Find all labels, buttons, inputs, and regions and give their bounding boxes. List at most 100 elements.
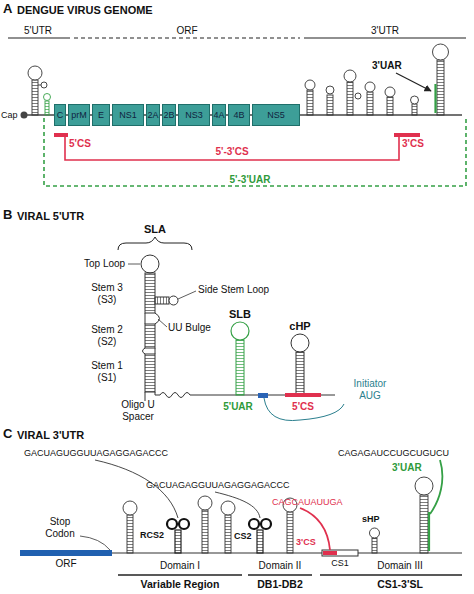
loop (28, 66, 42, 80)
aug-mark (258, 393, 268, 398)
part-label: Stop Codon (38, 516, 82, 539)
panel-title: VIRAL 5'UTR (17, 210, 84, 223)
part-label: Top Loop (84, 258, 125, 270)
sequence-text: GACUAGAGGUUAGAGGAGACCC (146, 480, 290, 490)
stem (145, 324, 155, 348)
stem (307, 90, 313, 115)
dumbbell-loop (261, 519, 271, 529)
leader-line (158, 319, 167, 327)
interaction-connector (65, 137, 399, 160)
element-label: 3'UAR (372, 60, 402, 72)
protein-name: 2B (163, 111, 174, 120)
element-label: 3'CS (296, 537, 316, 547)
region-label: ORF (55, 558, 76, 570)
domain-label: Domain III (377, 560, 423, 572)
loop (198, 496, 212, 510)
part-label: Stem 1 (S1) (87, 360, 127, 383)
stem (420, 495, 428, 553)
region-line (8, 37, 70, 38)
domain-name: Variable Region (141, 578, 220, 590)
stem (437, 60, 444, 115)
panel-letter: C (3, 427, 12, 442)
protein-name: 2A (147, 111, 158, 120)
protein-name: E (98, 111, 104, 120)
domain-bar (118, 574, 242, 576)
region-label: ORF (176, 25, 197, 37)
leader-line (80, 536, 110, 550)
stem (387, 97, 393, 115)
loop (326, 86, 334, 94)
protein-box: 4A (212, 104, 226, 126)
loop (291, 334, 309, 352)
protein-box: NS3 (178, 104, 210, 126)
domain-bar (248, 574, 312, 576)
element-label: 3'UAR (392, 462, 422, 474)
element-label: CS2 (234, 531, 252, 541)
uar-strand (434, 84, 436, 113)
cs-bar (285, 393, 321, 397)
uar-interaction-line (44, 116, 466, 186)
part-label: Initiator AUG (344, 378, 396, 401)
panel-letter: B (3, 208, 12, 223)
part-label: Stem 2 (S2) (87, 324, 127, 347)
stem (45, 101, 49, 115)
protein-box: prM (68, 104, 90, 126)
loop (415, 477, 433, 495)
domain-label: Domain I (160, 560, 200, 572)
domain-bar (320, 574, 462, 576)
element-label: SLA (144, 223, 166, 236)
region-line (304, 37, 466, 38)
protein-box: NS5 (252, 104, 300, 126)
region-label: 5'UTR (24, 25, 52, 37)
stem (145, 354, 155, 392)
part-label: Stem 3 (S3) (87, 282, 127, 305)
uar-strand (428, 512, 430, 551)
element-label: 5'UAR (223, 401, 253, 413)
top-loop (141, 255, 159, 273)
sequence-text: CAGAGAUCCUGCUGUCU (338, 448, 449, 458)
stem (287, 512, 293, 553)
stem (32, 80, 38, 115)
panel-letter: A (3, 2, 12, 17)
bulge (143, 348, 146, 354)
protein-box: E (92, 104, 110, 126)
stem (38, 85, 41, 86)
cap-label: Cap (1, 110, 18, 120)
protein-box: 4B (228, 104, 250, 126)
element-label: 5'CS (292, 401, 314, 413)
cs1-box (322, 550, 358, 556)
loop (411, 96, 419, 104)
stem (296, 352, 304, 395)
stem (372, 538, 377, 553)
loop (385, 87, 395, 97)
part-label: UU Bulge (168, 322, 211, 334)
protein-name: 4B (233, 111, 244, 120)
stem (347, 82, 353, 115)
sequence-text: GACUAGUGGUUAGAGGAGACCC (24, 448, 168, 458)
protein-name: prM (71, 111, 87, 120)
loop (433, 44, 449, 60)
element-label: RCS2 (140, 530, 164, 540)
sequence-label: 3'CS (402, 138, 424, 149)
conserved-sequence-bar: 5'CS (54, 133, 68, 137)
protein-name: 4A (213, 111, 224, 120)
loop (355, 93, 361, 99)
loop (231, 322, 249, 340)
loop (305, 80, 315, 90)
stem (175, 530, 181, 553)
region-label: 3'UTR (371, 25, 399, 37)
sequence-text: CAGCAUAUUGA (272, 497, 343, 507)
loop (41, 82, 47, 88)
dumbbell-loop (249, 519, 259, 529)
loop (365, 82, 375, 92)
protein-box: NS1 (112, 104, 144, 126)
protein-box: 2B (162, 104, 176, 126)
element-label: CS1 (331, 558, 349, 568)
leader-line (430, 460, 442, 514)
part-label: Oligo U Spacer (114, 399, 162, 422)
dumbbell-loop (167, 519, 177, 529)
part-label: Side Stem Loop (198, 284, 269, 296)
